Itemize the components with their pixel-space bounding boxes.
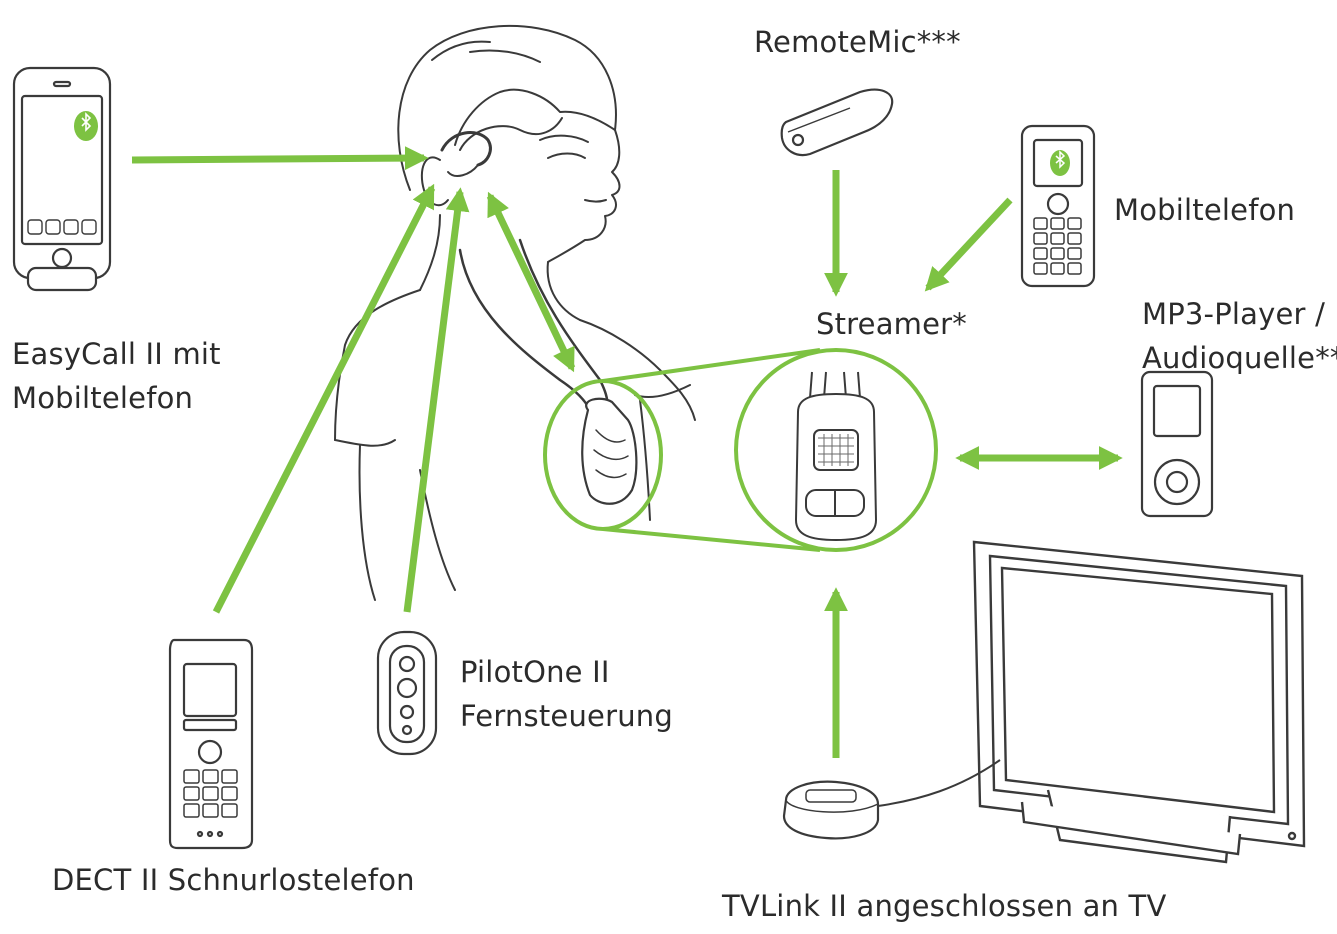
label-mp3-line2: Audioquelle**	[1142, 341, 1337, 375]
label-tvlink: TVLink II angeschlossen an TV	[722, 889, 1167, 923]
mp3-player	[1140, 370, 1214, 518]
label-remotemic: RemoteMic***	[754, 25, 961, 59]
remotemic-device	[780, 88, 894, 157]
label-streamer: Streamer*	[816, 307, 967, 341]
arrow-mobile-to-streamer	[924, 197, 1013, 292]
zoom-callout	[543, 348, 938, 552]
arrow-easycall-to-hearing-aid	[131, 146, 429, 171]
streamer-device	[794, 371, 878, 542]
label-easycall-line2: Mobiltelefon	[12, 381, 194, 415]
label-dect: DECT II Schnurlostelefon	[52, 863, 415, 897]
label-pilotone: PilotOne II Fernsteuerung	[460, 650, 673, 738]
label-pilotone-line1: PilotOne II	[460, 655, 610, 689]
label-easycall-line1: EasyCall II mit	[12, 337, 221, 371]
tvlink-device	[782, 759, 1001, 840]
television	[972, 540, 1306, 864]
connection-arrows	[131, 146, 1123, 758]
label-mobiltelefon: Mobiltelefon	[1114, 193, 1296, 227]
label-mp3-line1: MP3-Player /	[1142, 297, 1326, 331]
label-pilotone-line2: Fernsteuerung	[460, 699, 673, 733]
arrow-dect-to-hearing-aid	[212, 183, 436, 614]
mobile-phone	[1020, 124, 1096, 288]
bluetooth-icon	[74, 111, 98, 141]
label-easycall: EasyCall II mit Mobiltelefon	[12, 332, 221, 420]
arrow-neckloop-hearing-aid	[486, 191, 576, 373]
dect-phone	[168, 638, 254, 850]
label-mp3: MP3-Player / Audioquelle**	[1142, 292, 1337, 380]
bluetooth-icon	[1050, 150, 1070, 176]
pilotone-remote	[376, 630, 438, 756]
smartphone-easycall	[12, 66, 112, 292]
arrow-pilotone-to-hearing-aid	[403, 187, 470, 613]
